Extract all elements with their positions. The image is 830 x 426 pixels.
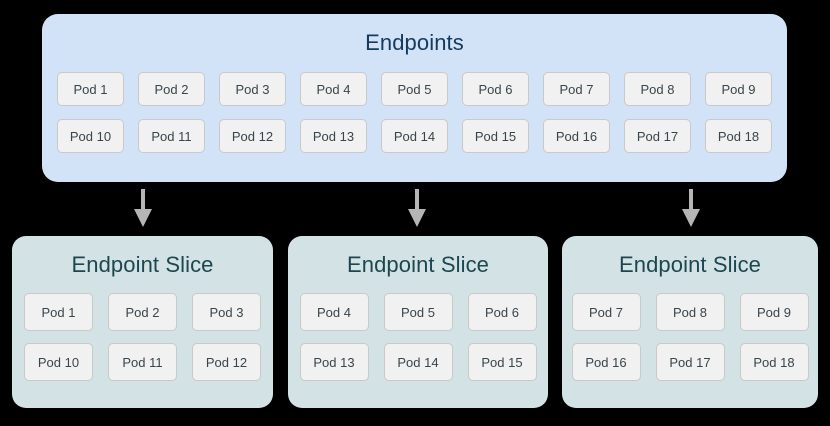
endpoints-title: Endpoints [365,30,464,55]
pod-chip[interactable]: Pod 4 [299,293,369,331]
endpoint-slice-container-3: Endpoint Slice Pod 7 Pod 8 Pod 9 Pod 16 … [562,236,818,408]
pod-chip[interactable]: Pod 14 [381,119,448,153]
pod-chip[interactable]: Pod 1 [57,72,124,106]
pod-chip[interactable]: Pod 17 [624,119,691,153]
endpoint-slice-container-1: Endpoint Slice Pod 1 Pod 2 Pod 3 Pod 10 … [12,236,273,408]
endpoint-slice-title: Endpoint Slice [346,252,490,277]
pod-chip[interactable]: Pod 17 [655,343,725,381]
pod-chip[interactable]: Pod 14 [383,343,453,381]
endpoint-slice-pod-grid: Pod 4 Pod 5 Pod 6 Pod 13 Pod 14 Pod 15 [288,293,548,381]
pod-chip[interactable]: Pod 3 [192,293,261,331]
pod-chip[interactable]: Pod 16 [543,119,610,153]
endpoints-pod-row-1: Pod 1 Pod 2 Pod 3 Pod 4 Pod 5 Pod 6 Pod … [57,72,772,106]
pod-chip[interactable]: Pod 11 [108,343,177,381]
pod-chip[interactable]: Pod 7 [571,293,641,331]
endpoint-slice-pod-row-2: Pod 16 Pod 17 Pod 18 [571,343,809,381]
pod-chip[interactable]: Pod 16 [571,343,641,381]
endpoint-slice-pod-grid: Pod 1 Pod 2 Pod 3 Pod 10 Pod 11 Pod 12 [12,293,273,381]
arrow-down-icon [405,189,429,227]
endpoints-pod-row-2: Pod 10 Pod 11 Pod 12 Pod 13 Pod 14 Pod 1… [57,119,772,153]
pod-chip[interactable]: Pod 6 [467,293,537,331]
pod-chip[interactable]: Pod 12 [219,119,286,153]
pod-chip[interactable]: Pod 3 [219,72,286,106]
endpoint-slice-pod-row-1: Pod 7 Pod 8 Pod 9 [571,293,809,331]
endpoints-container: Endpoints Pod 1 Pod 2 Pod 3 Pod 4 Pod 5 … [42,14,787,182]
pod-chip[interactable]: Pod 1 [24,293,93,331]
pod-chip[interactable]: Pod 5 [383,293,453,331]
pod-chip[interactable]: Pod 5 [381,72,448,106]
endpoint-slice-pod-row-2: Pod 10 Pod 11 Pod 12 [24,343,261,381]
pod-chip[interactable]: Pod 9 [705,72,772,106]
endpoint-slice-pod-row-1: Pod 1 Pod 2 Pod 3 [24,293,261,331]
pod-chip[interactable]: Pod 4 [300,72,367,106]
pod-chip[interactable]: Pod 10 [57,119,124,153]
pod-chip[interactable]: Pod 8 [655,293,725,331]
pod-chip[interactable]: Pod 18 [705,119,772,153]
endpoint-slice-pod-row-1: Pod 4 Pod 5 Pod 6 [299,293,537,331]
endpoint-slice-container-2: Endpoint Slice Pod 4 Pod 5 Pod 6 Pod 13 … [288,236,548,408]
pod-chip[interactable]: Pod 9 [739,293,809,331]
pod-chip[interactable]: Pod 2 [138,72,205,106]
pod-chip[interactable]: Pod 11 [138,119,205,153]
arrow-down-icon [679,189,703,227]
endpoint-slice-title: Endpoint Slice [618,252,762,277]
endpoints-pod-grid: Pod 1 Pod 2 Pod 3 Pod 4 Pod 5 Pod 6 Pod … [57,72,772,166]
endpoint-slice-pod-row-2: Pod 13 Pod 14 Pod 15 [299,343,537,381]
pod-chip[interactable]: Pod 15 [462,119,529,153]
pod-chip[interactable]: Pod 8 [624,72,691,106]
pod-chip[interactable]: Pod 12 [192,343,261,381]
endpoint-slice-pod-grid: Pod 7 Pod 8 Pod 9 Pod 16 Pod 17 Pod 18 [562,293,818,381]
pod-chip[interactable]: Pod 10 [24,343,93,381]
pod-chip[interactable]: Pod 15 [467,343,537,381]
pod-chip[interactable]: Pod 13 [299,343,369,381]
pod-chip[interactable]: Pod 6 [462,72,529,106]
pod-chip[interactable]: Pod 18 [739,343,809,381]
endpoint-slice-title: Endpoint Slice [71,252,214,277]
pod-chip[interactable]: Pod 2 [108,293,177,331]
pod-chip[interactable]: Pod 7 [543,72,610,106]
pod-chip[interactable]: Pod 13 [300,119,367,153]
arrow-down-icon [131,189,155,227]
